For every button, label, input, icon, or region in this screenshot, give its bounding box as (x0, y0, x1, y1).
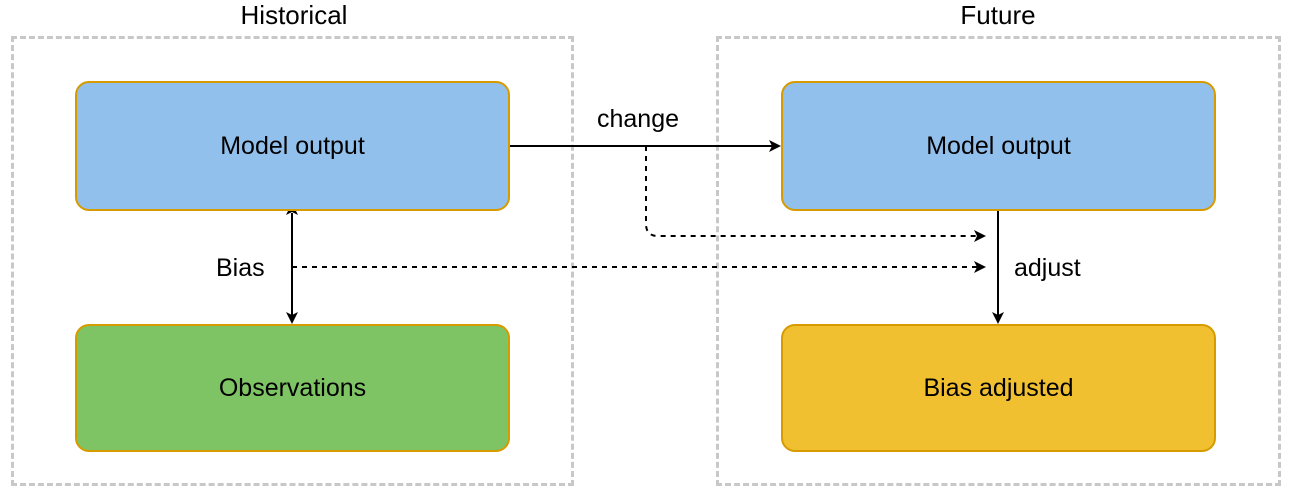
future-model-output-node: Model output (781, 81, 1216, 211)
historical-model-output-node: Model output (75, 81, 510, 211)
historical-model-output-label: Model output (220, 131, 365, 160)
bias-adjusted-label: Bias adjusted (923, 373, 1074, 402)
bias-label: Bias (216, 254, 265, 283)
historical-group (11, 36, 574, 486)
adjust-label: adjust (1014, 254, 1081, 282)
historical-title: Historical (240, 0, 348, 30)
observations-label: Observations (218, 373, 367, 402)
change-label: change (597, 105, 680, 133)
future-model-output-label: Model output (926, 131, 1071, 160)
future-title: Future (960, 0, 1036, 30)
observations-node: Observations (75, 324, 510, 452)
future-group (716, 36, 1281, 486)
bias-adjusted-node: Bias adjusted (781, 324, 1216, 452)
